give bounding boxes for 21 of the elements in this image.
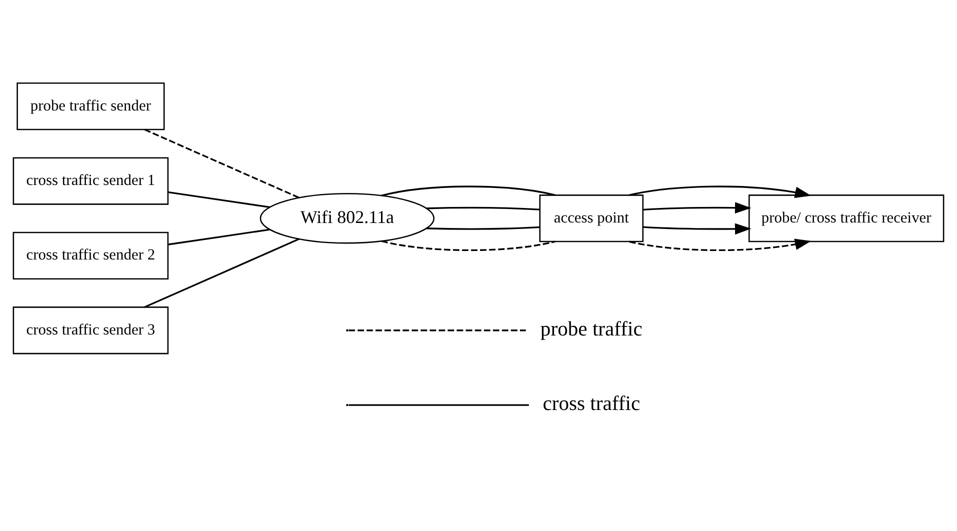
arrow: [629, 238, 812, 251]
connector: [381, 185, 556, 196]
connector: [168, 228, 270, 245]
arrow: [643, 202, 752, 213]
connector: [144, 128, 300, 198]
legend-label: cross traffic: [542, 392, 640, 414]
arrow: [629, 185, 812, 198]
connector: [381, 240, 556, 251]
node-box: cross traffic sender 1: [12, 156, 169, 204]
arrow: [643, 222, 752, 234]
node-box: probe traffic sender: [16, 82, 165, 130]
node-box: cross traffic sender 2: [12, 231, 169, 280]
node-box: probe/ cross traffic receiver: [748, 194, 944, 242]
connector: [168, 190, 270, 208]
node-box: access point: [539, 194, 644, 242]
node-box: cross traffic sender 3: [12, 306, 169, 354]
node-ellipse: Wifi 802.11a: [260, 192, 435, 244]
legend-label: probe traffic: [540, 318, 642, 340]
connector: [144, 238, 300, 308]
connector: [426, 226, 540, 230]
connector: [426, 206, 540, 210]
